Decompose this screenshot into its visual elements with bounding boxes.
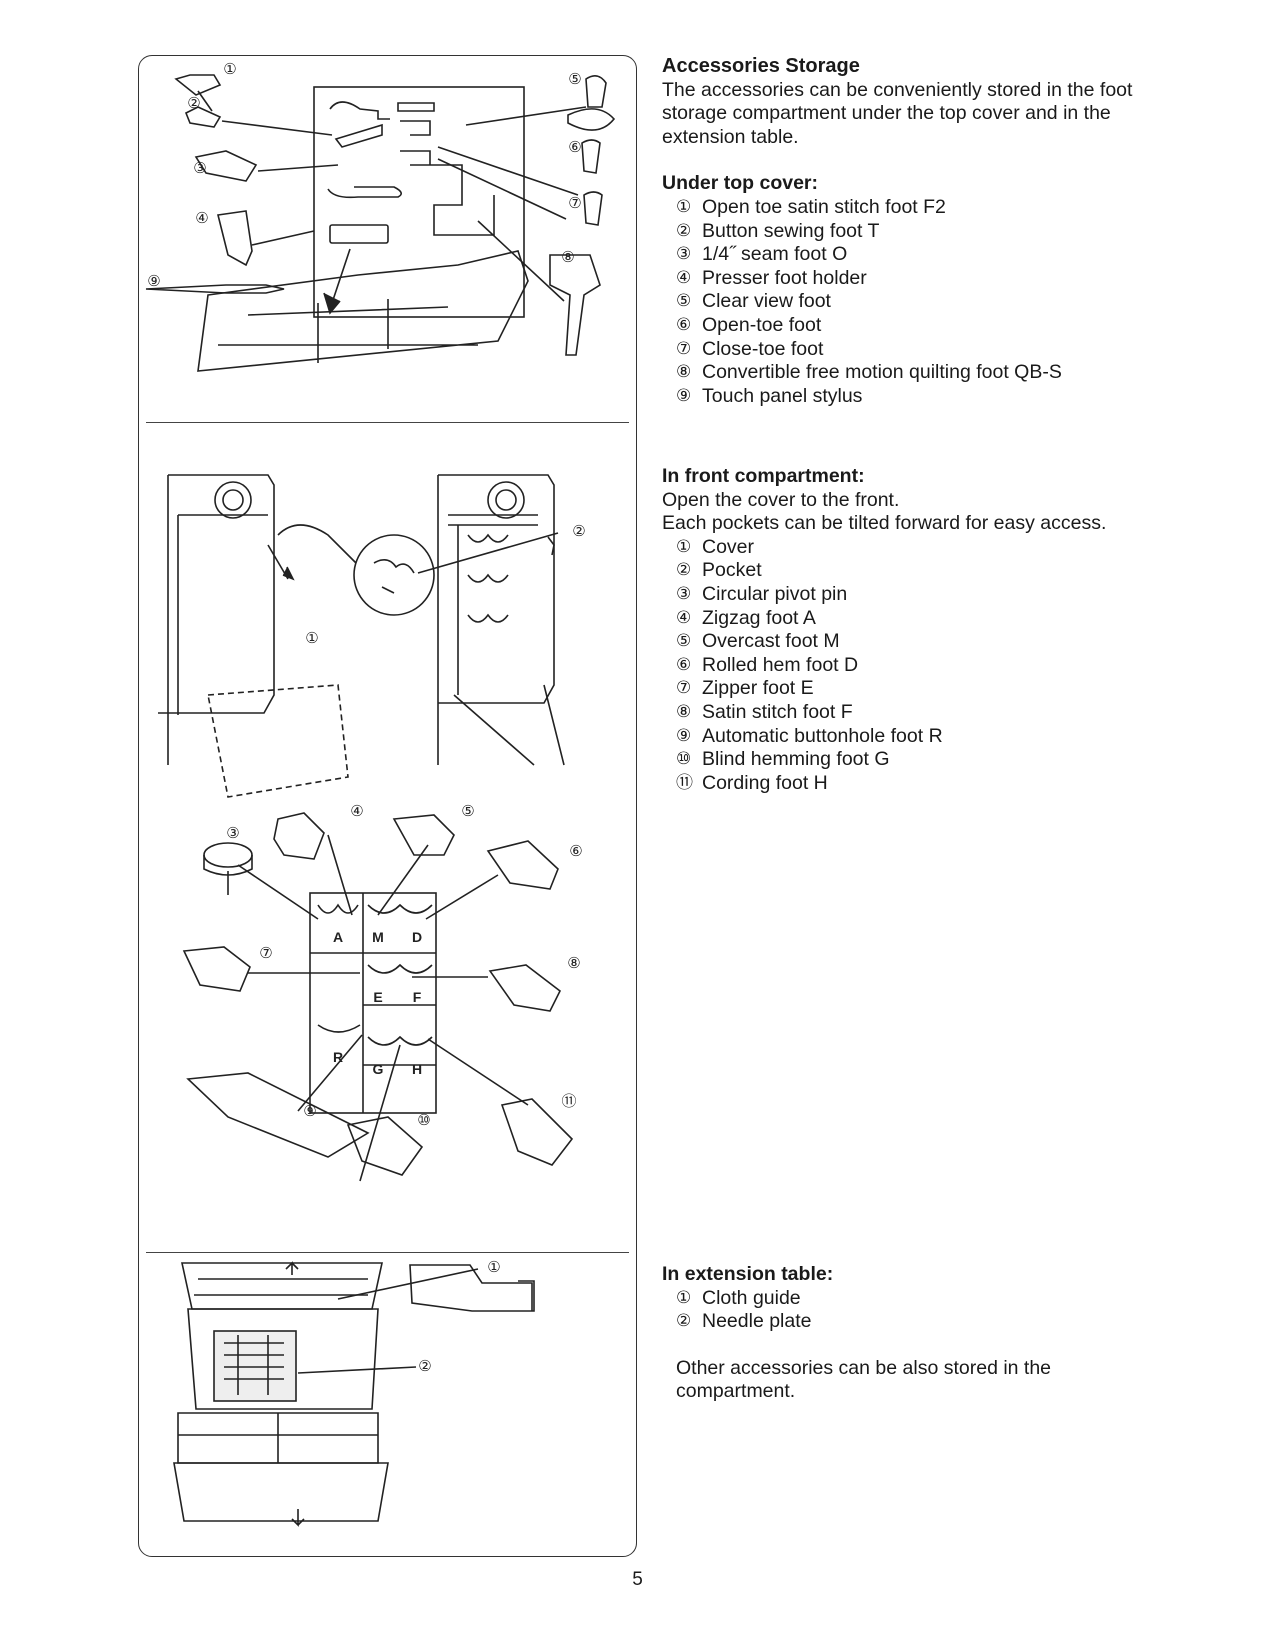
callout-4: ④ [195,209,208,227]
callout-2: ② [572,522,585,540]
callout-5: ⑤ [461,802,474,820]
text-block-top-cover: Accessories Storage The accessories can … [662,55,1142,408]
callout-7: ⑦ [259,944,272,962]
page-number: 5 [632,1569,643,1590]
section-title: Accessories Storage [662,55,860,77]
callout-3: ③ [226,824,239,842]
pocket-letter-g: G [373,1061,384,1077]
front-line-2: Each pockets can be tilted forward for e… [662,512,1107,535]
figure-extension-table: ① ② [173,1258,535,1527]
callout-2: ② [187,94,200,112]
extension-heading: In extension table: [662,1263,834,1285]
front-line-1: Open the cover to the front. [662,488,900,511]
callout-1: ① [487,1258,500,1276]
figure-pocket-layout: A M D E F R G H ③ ④ ⑤ ⑥ ⑦ ⑧ ⑨ ⑩ ⑪ [182,802,583,1182]
pocket-letter-e: E [373,989,382,1005]
callout-8: ⑧ [567,954,580,972]
callout-6: ⑥ [568,138,581,156]
text-block-front-compartment: In front compartment: Open the cover to … [662,465,1142,795]
callout-2: ② [418,1357,431,1375]
callout-6: ⑥ [569,842,582,860]
panel-divider [146,1252,629,1253]
callout-1: ① [223,60,236,78]
callout-10: ⑩ [417,1111,430,1129]
pocket-letter-f: F [413,989,422,1005]
callout-9: ⑨ [303,1102,316,1120]
panel-divider [146,422,629,423]
callout-7: ⑦ [568,194,581,212]
pocket-letter-r: R [333,1049,343,1065]
callout-3: ③ [193,159,206,177]
top-cover-heading: Under top cover: [662,172,819,195]
pocket-letter-h: H [412,1061,422,1077]
callout-8: ⑧ [561,248,574,266]
figure-front-compartment: ① ② [158,474,586,798]
pocket-letter-m: M [372,929,384,945]
storage-tray-diagram [313,86,525,318]
pocket-letter-a: A [333,929,343,945]
pocket-tray [309,892,437,1114]
callout-4: ④ [350,802,363,820]
extension-note: Other accessories can be also stored in … [676,1356,1052,1403]
callout-1: ① [305,629,318,647]
figure-top-cover: ① ② ③ ④ ⑤ ⑥ ⑦ ⑧ ⑨ [145,60,616,372]
callout-9: ⑨ [147,272,160,290]
callout-11: ⑪ [561,1092,576,1110]
pocket-letter-d: D [412,929,422,945]
intro-text: The accessories can be conveniently stor… [662,78,1133,148]
front-heading: In front compartment: [662,465,865,487]
callout-5: ⑤ [568,70,581,88]
